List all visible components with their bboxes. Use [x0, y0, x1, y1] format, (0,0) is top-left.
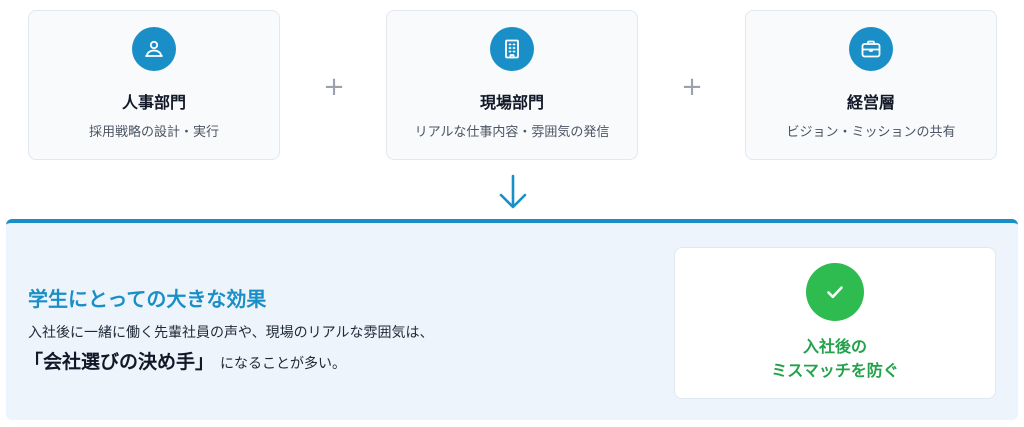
person-icon — [132, 27, 176, 71]
result-line1: 入社後の — [802, 337, 867, 356]
card-description: ビジョン・ミッションの共有 — [786, 125, 956, 140]
card-management: 経営層 ビジョン・ミッションの共有 — [745, 10, 997, 160]
panel-heading: 学生にとっての大きな効果 — [28, 287, 267, 311]
plus-sign: + — [681, 72, 703, 102]
result-line2: ミスマッチを防ぐ — [771, 361, 899, 380]
panel-emphasis: 「会社選びの決め手」 — [24, 351, 215, 373]
effect-panel: 学生にとっての大きな効果 入社後に一緒に働く先輩社員の声や、現場のリアルな雰囲気… — [6, 219, 1018, 420]
result-text: 入社後の ミスマッチを防ぐ — [675, 335, 995, 383]
result-card: 入社後の ミスマッチを防ぐ — [674, 247, 996, 399]
card-title: 経営層 — [846, 93, 895, 112]
card-hr: 人事部門 採用戦略の設計・実行 — [28, 10, 280, 160]
panel-text-line1: 入社後に一緒に働く先輩社員の声や、現場のリアルな雰囲気は、 — [28, 325, 434, 341]
panel-text-rest: になることが多い。 — [220, 356, 347, 372]
plus-sign: + — [323, 72, 345, 102]
check-icon — [806, 263, 864, 321]
panel-text-line2: 「会社選びの決め手」になることが多い。 — [24, 347, 347, 374]
card-description: リアルな仕事内容・雰囲気の発信 — [414, 125, 610, 140]
card-field: 現場部門 リアルな仕事内容・雰囲気の発信 — [386, 10, 638, 160]
card-title: 現場部門 — [479, 93, 544, 112]
arrow-down-icon — [499, 174, 527, 209]
building-icon — [490, 27, 534, 71]
card-description: 採用戦略の設計・実行 — [88, 125, 219, 140]
briefcase-icon — [849, 27, 893, 71]
card-title: 人事部門 — [121, 93, 186, 112]
